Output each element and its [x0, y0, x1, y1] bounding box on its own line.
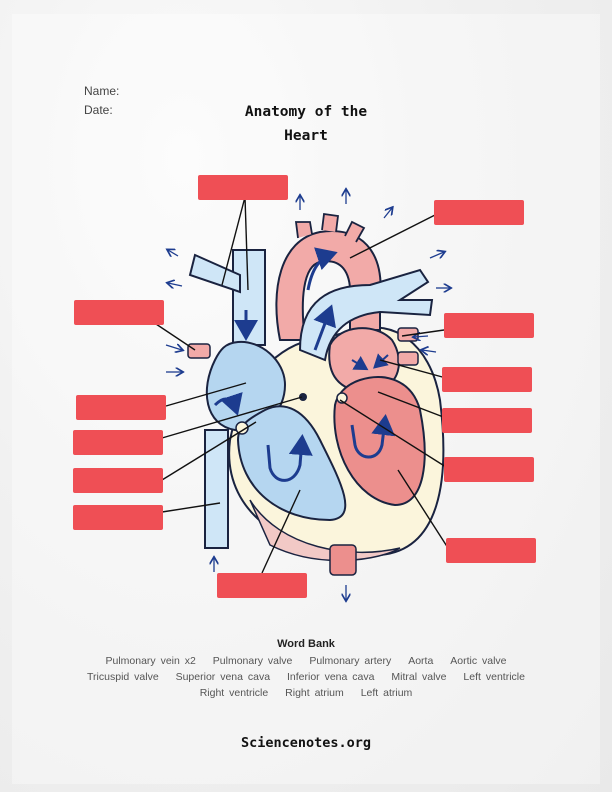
inferior-vena-cava: [204, 429, 229, 549]
left-ventricle: [333, 376, 426, 507]
word-bank-term: Mitral valve: [391, 671, 447, 683]
flow-arrow-rv: [266, 434, 313, 482]
heart-lower-red: [249, 499, 401, 562]
word-bank-term: Pulmonary valve: [212, 655, 293, 667]
word-bank-term: Superior vena cava: [175, 671, 271, 683]
label-box-7[interactable]: [442, 408, 532, 433]
label-box-5[interactable]: [442, 367, 532, 392]
title-line-1: Anatomy of the: [244, 104, 368, 120]
flow-arrow-pa: [313, 304, 336, 351]
tricuspid-valve: [235, 421, 249, 435]
right-ventricle: [236, 405, 347, 522]
word-bank-row-1: Pulmonary vein x2 Pulmonary valve Pulmon…: [0, 655, 612, 667]
word-bank-term: Inferior vena cava: [287, 671, 375, 683]
footer-site: Sciencenotes.org: [240, 735, 372, 751]
pulmonary-vein-left: [187, 343, 211, 359]
word-bank-term: Aortic valve: [450, 655, 507, 667]
page-title: Anatomy of the Heart: [220, 100, 392, 148]
flow-arrow-aorta: [306, 247, 338, 291]
label-box-1[interactable]: [198, 175, 288, 200]
word-bank-row-2: Tricuspid valve Superior vena cava Infer…: [0, 671, 612, 683]
label-box-9[interactable]: [444, 457, 534, 482]
word-bank-row-3: Right ventricle Right atrium Left atrium: [0, 687, 612, 699]
word-bank-term: Aorta: [408, 655, 434, 667]
flow-arrow-ra: [213, 391, 243, 416]
pulmonary-artery: [298, 268, 434, 362]
word-bank-term: Left ventricle: [463, 671, 525, 683]
superior-vena-cava: [232, 249, 266, 346]
word-bank-term: Right atrium: [285, 687, 344, 699]
label-box-12[interactable]: [446, 538, 536, 563]
title-line-2: Heart: [284, 128, 328, 144]
word-bank-term: Pulmonary vein x2: [105, 655, 196, 667]
leader-lines: [149, 196, 449, 574]
label-box-2[interactable]: [434, 200, 524, 225]
label-box-8[interactable]: [73, 430, 163, 455]
date-label: Date:: [84, 103, 113, 117]
flow-arrow-lv: [350, 414, 396, 459]
label-box-3[interactable]: [74, 300, 164, 325]
label-box-13[interactable]: [217, 573, 307, 598]
flow-arrow-la-1: [351, 355, 369, 371]
pulmonary-valve: [299, 393, 307, 401]
pulmonary-vein-right-2: [397, 351, 419, 366]
label-box-10[interactable]: [73, 468, 163, 493]
label-box-11[interactable]: [73, 505, 163, 530]
svc-branch: [188, 253, 241, 294]
word-bank-term: Right ventricle: [199, 687, 269, 699]
word-bank-term: Tricuspid valve: [87, 671, 159, 683]
word-bank-term: Pulmonary artery: [309, 655, 392, 667]
name-label: Name:: [84, 84, 120, 98]
label-box-4[interactable]: [444, 313, 534, 338]
word-bank-term: Left atrium: [360, 687, 413, 699]
word-bank-title: Word Bank: [277, 638, 335, 650]
label-box-6[interactable]: [76, 395, 166, 420]
external-flow-arrows: [166, 190, 450, 600]
descending-aorta: [329, 544, 357, 576]
aorta-branches: [294, 212, 366, 243]
mitral-valve: [336, 392, 348, 404]
